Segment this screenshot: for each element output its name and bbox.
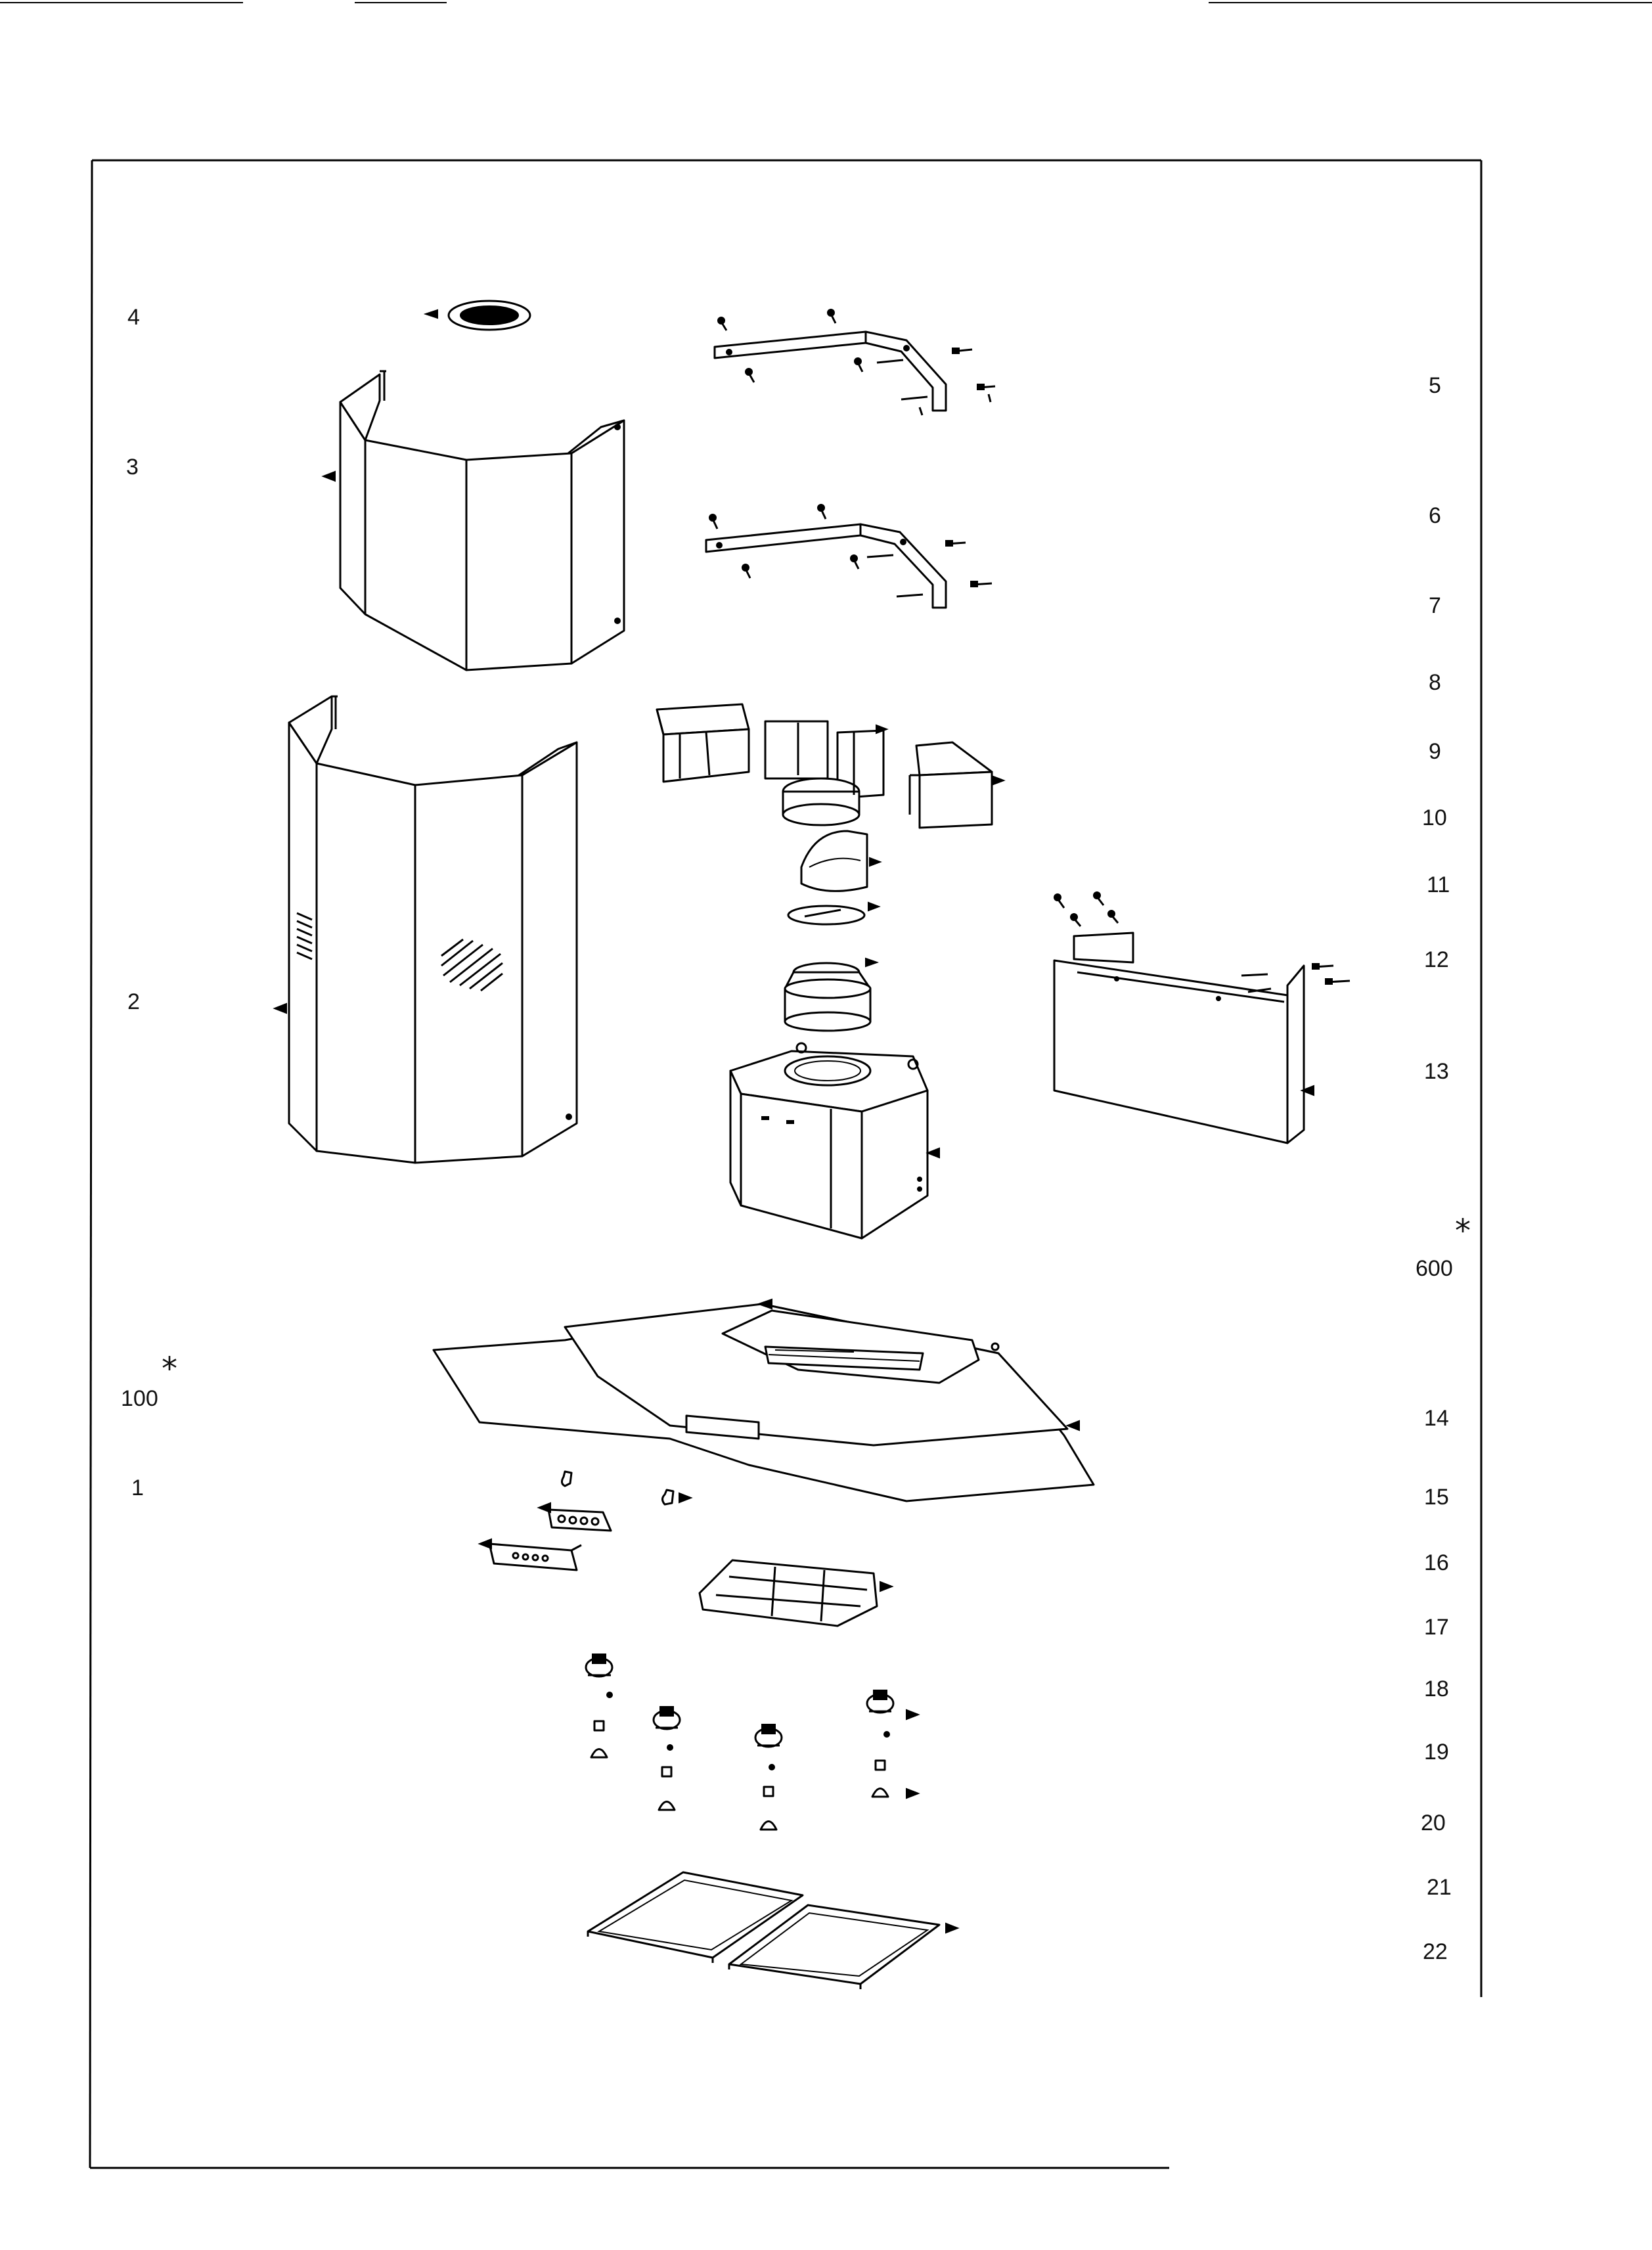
duct-collar xyxy=(784,957,880,1032)
vent-slots-left xyxy=(296,912,313,960)
callout-label-4: 4 xyxy=(127,305,140,330)
duct-elbow xyxy=(800,830,882,892)
recirculation-panel xyxy=(1053,891,1351,1144)
asterisk-mark-600: * xyxy=(1455,1213,1471,1249)
ring-cover xyxy=(423,300,531,331)
callout-label-1: 1 xyxy=(131,1475,144,1500)
duct-adapter-center xyxy=(764,720,889,826)
callout-label-9: 9 xyxy=(1429,739,1441,764)
lamp-holder-2 xyxy=(652,1706,681,1811)
callout-label-16: 16 xyxy=(1424,1550,1449,1575)
vent-slots-center xyxy=(441,938,503,992)
lower-bracket xyxy=(705,504,993,609)
callout-label-13: 13 xyxy=(1424,1059,1449,1084)
duct-adapter-left xyxy=(656,703,750,783)
switch-bracket xyxy=(537,1470,693,1532)
upper-bracket xyxy=(713,309,996,416)
callout-label-21: 21 xyxy=(1427,1875,1452,1900)
callout-label-22: 22 xyxy=(1423,1939,1448,1964)
callout-label-600: 600 xyxy=(1416,1256,1453,1281)
lamp-holder-1 xyxy=(585,1654,614,1759)
callout-label-19: 19 xyxy=(1424,1740,1449,1765)
duct-adapter-right xyxy=(908,741,1006,829)
callout-label-12: 12 xyxy=(1424,947,1449,972)
callout-label-11: 11 xyxy=(1427,872,1450,897)
upper-chimney xyxy=(321,370,625,671)
callout-label-18: 18 xyxy=(1424,1676,1449,1701)
callout-label-14: 14 xyxy=(1424,1406,1449,1431)
callout-label-17: 17 xyxy=(1424,1615,1449,1640)
callout-label-15: 15 xyxy=(1424,1485,1449,1510)
lower-chimney xyxy=(273,695,578,1164)
callout-label-5: 5 xyxy=(1429,373,1441,398)
lamp-holder-3 xyxy=(754,1724,783,1831)
callout-label-7: 7 xyxy=(1429,593,1441,618)
flap-valve xyxy=(787,901,881,926)
lamp-holder-4 xyxy=(866,1690,920,1799)
filter-panels xyxy=(587,1871,960,1989)
callout-label-3: 3 xyxy=(126,455,139,480)
motor-housing xyxy=(729,1042,940,1240)
callout-label-2: 2 xyxy=(127,989,140,1014)
callout-label-20: 20 xyxy=(1421,1811,1446,1835)
grease-filter-small xyxy=(698,1559,894,1627)
asterisk-mark-100: * xyxy=(162,1351,177,1387)
callout-label-10: 10 xyxy=(1422,805,1447,830)
callout-label-100: 100 xyxy=(121,1386,158,1411)
callout-label-6: 6 xyxy=(1429,503,1441,528)
page-frame xyxy=(0,2,1652,2169)
control-panel xyxy=(478,1538,582,1571)
callout-label-8: 8 xyxy=(1429,670,1441,695)
hood-canopy xyxy=(432,1298,1095,1502)
lamp-holder xyxy=(585,1654,920,1831)
